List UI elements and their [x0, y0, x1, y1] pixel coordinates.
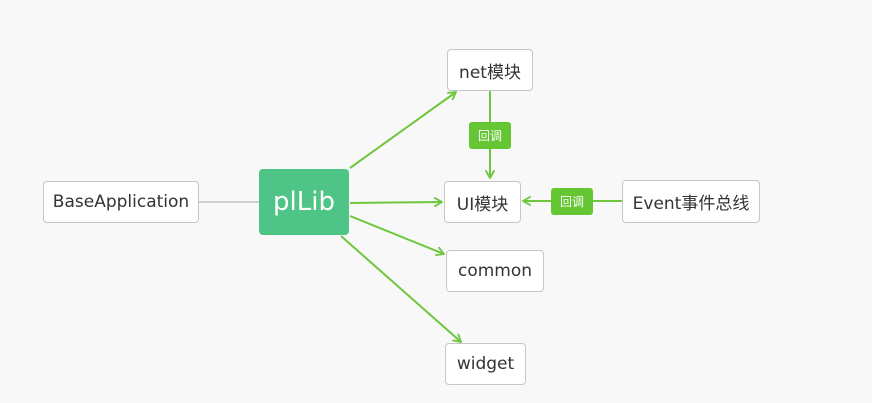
root-label: plLib: [273, 187, 335, 217]
callback-tag-net-to-ui: 回调: [469, 122, 511, 149]
node-baseapplication[interactable]: BaseApplication: [43, 181, 199, 223]
node-label: widget: [456, 354, 515, 374]
node-label: BaseApplication: [52, 192, 190, 212]
node-label: common: [457, 261, 533, 281]
node-common[interactable]: common: [446, 250, 544, 292]
arrow-pllib-to-widget: [340, 235, 462, 343]
arrow-pllib-to-ui: [349, 197, 443, 207]
node-net-module[interactable]: net模块: [447, 49, 533, 91]
tag-label: 回调: [477, 129, 502, 143]
node-label: UI模块: [456, 194, 509, 215]
node-label: net模块: [459, 62, 521, 83]
tag-label: 回调: [559, 195, 584, 209]
callback-tag-event-to-ui: 回调: [551, 188, 593, 215]
node-widget[interactable]: widget: [445, 343, 526, 385]
node-ui-module[interactable]: UI模块: [444, 181, 521, 223]
node-pllib-root[interactable]: plLib: [259, 169, 349, 235]
node-label: Event事件总线: [632, 194, 750, 214]
arrow-pllib-to-common: [349, 215, 445, 256]
node-event-bus[interactable]: Event事件总线: [622, 180, 760, 223]
arrow-pllib-to-net: [349, 91, 457, 169]
